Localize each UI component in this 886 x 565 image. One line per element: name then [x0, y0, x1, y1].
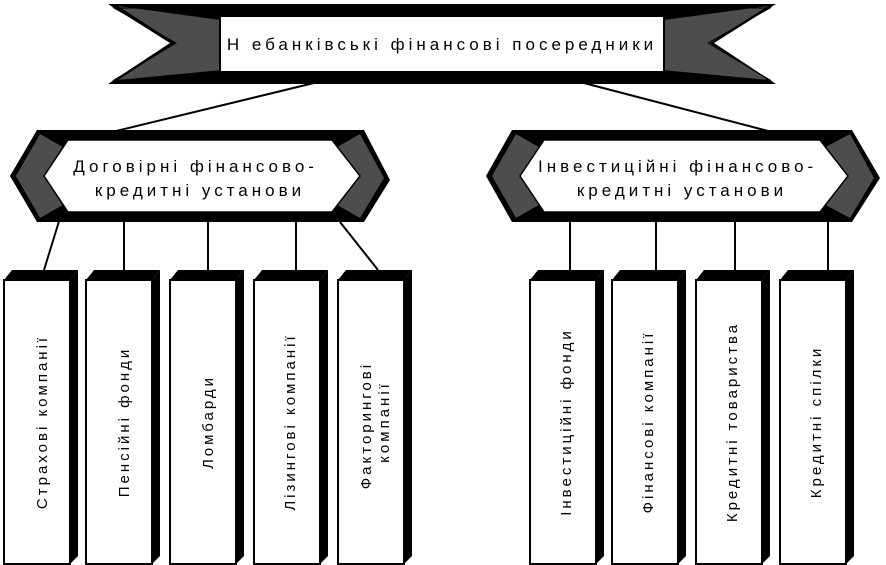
- root-label: Н ебанківські фінансові посередники: [227, 35, 657, 54]
- leaf-faktorynhovi: Факторингові компанії: [337, 270, 412, 565]
- group-contract-label-line1: Договірні фінансово-: [73, 157, 318, 176]
- leaf-tovarystva-label: Кредитні товариства: [724, 322, 741, 522]
- connector-lines: [43, 81, 829, 271]
- group-contract-label: Договірні фінансово- кредитні установи: [73, 157, 326, 200]
- leaf-spilky: Кредитні спілки: [779, 270, 854, 565]
- leaf-strakhovi: Страхові компанії: [3, 270, 78, 565]
- leaf-lombardy-label: Ломбарди: [200, 375, 217, 469]
- group-investment-label-line1: Інвестиційні фінансово-: [538, 157, 817, 176]
- leaf-pensiyni-label: Пенсійні фонди: [116, 347, 133, 498]
- leaf-faktorynhovi-label: Факторингові компанії: [358, 355, 393, 489]
- group-contract-label-line2: кредитні установи: [95, 181, 305, 200]
- group-investment-label-line2: кредитні установи: [577, 181, 787, 200]
- leaf-spilky-label: Кредитні спілки: [808, 346, 825, 499]
- leaf-lizynhovi: Лізингові компанії: [253, 270, 328, 565]
- connector-left-1: [43, 217, 61, 271]
- connector-root-left: [111, 81, 319, 133]
- connector-root-right: [579, 81, 773, 133]
- root-banner: Н ебанківські фінансові посередники: [108, 4, 776, 84]
- group-investment-label: Інвестиційні фінансово- кредитні установ…: [538, 157, 826, 200]
- group-contract-box: Договірні фінансово- кредитні установи: [10, 130, 390, 222]
- leaf-finansovi-label: Фінансові компанії: [640, 331, 657, 514]
- leaf-finansovi: Фінансові компанії: [611, 270, 686, 565]
- leaf-pensiyni: Пенсійні фонди: [85, 270, 160, 565]
- leaf-investytsiyni-label: Інвестиційні фонди: [558, 328, 575, 516]
- connector-left-5: [339, 221, 379, 271]
- leaf-strakhovi-label: Страхові компанії: [34, 335, 51, 509]
- leaf-lizynhovi-label: Лізингові компанії: [282, 333, 299, 510]
- leaf-lombardy: Ломбарди: [169, 270, 244, 565]
- leaf-investytsiyni: Інвестиційні фонди: [529, 270, 604, 565]
- group-investment-box: Інвестиційні фінансово- кредитні установ…: [486, 130, 880, 222]
- leaf-tovarystva: Кредитні товариства: [695, 270, 770, 565]
